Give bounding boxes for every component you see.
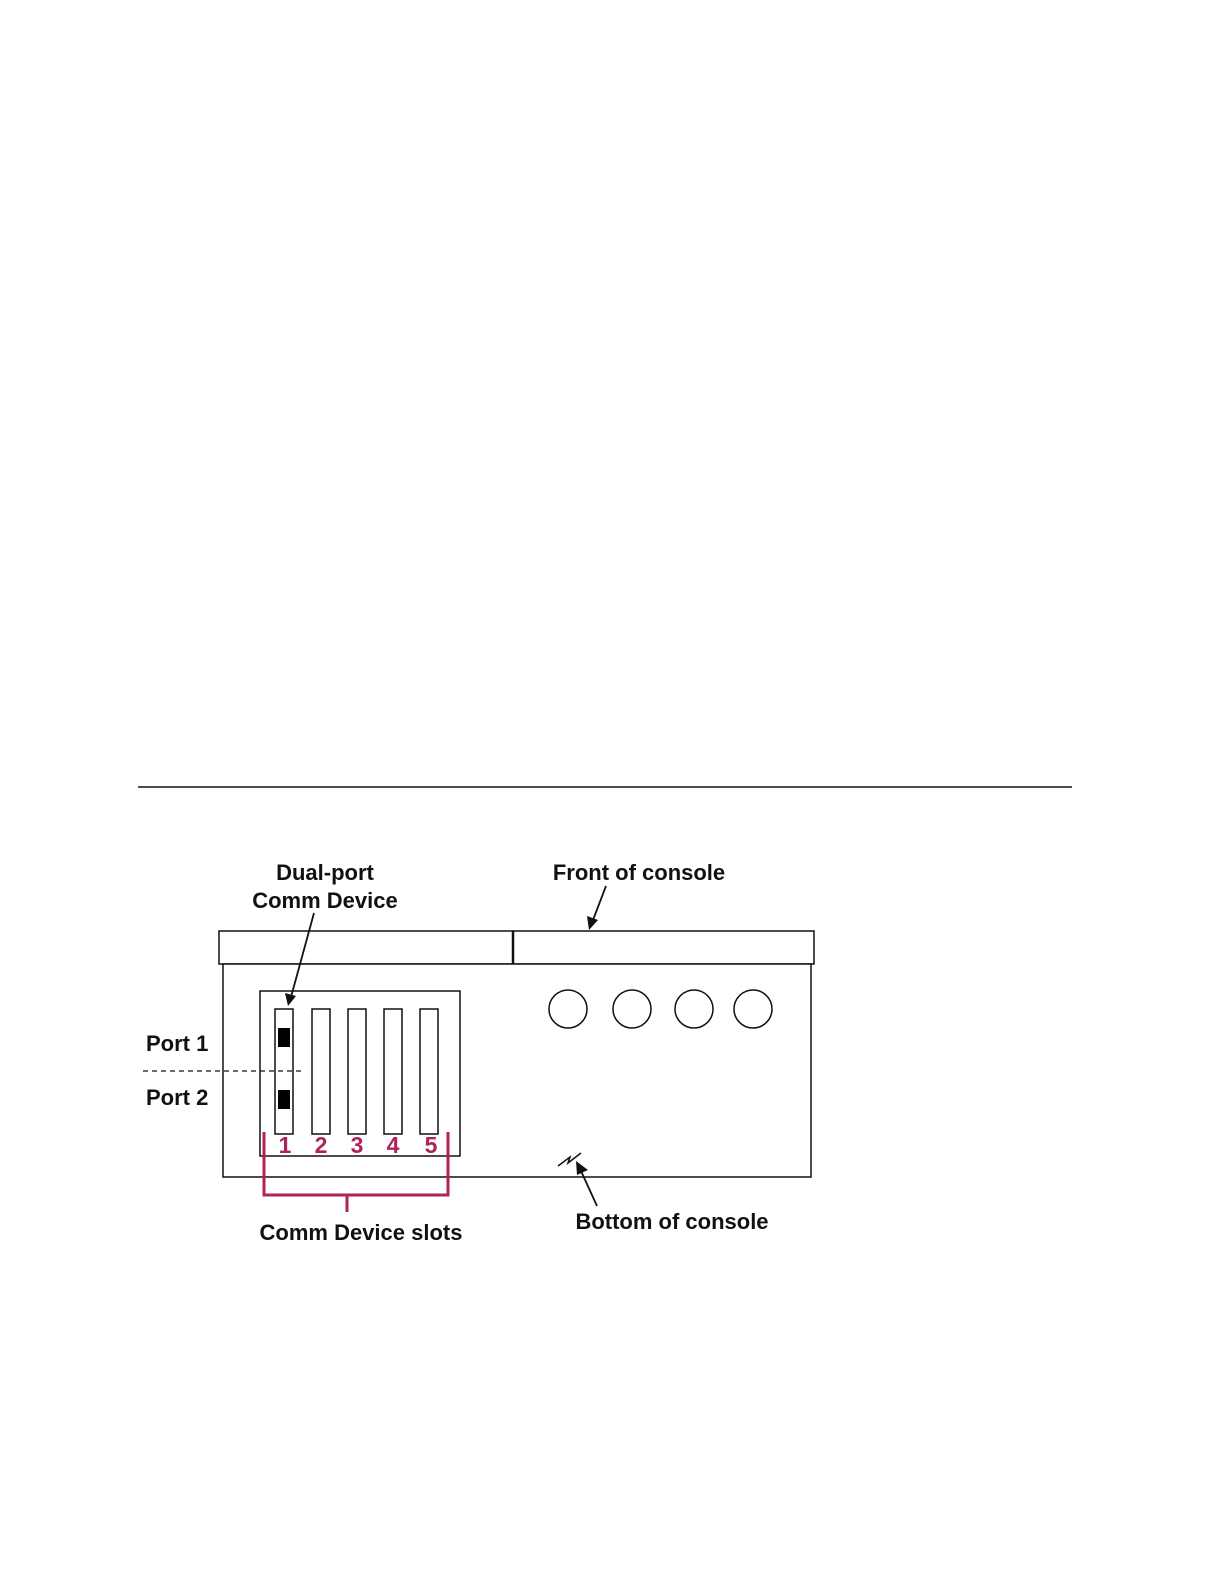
slot-4 — [384, 1009, 402, 1134]
dual-port-label-line2: Comm Device — [252, 888, 398, 913]
comm-device-slots-label: Comm Device slots — [260, 1220, 463, 1245]
console-circle-1 — [549, 990, 587, 1028]
console-circle-3 — [675, 990, 713, 1028]
slot-number-1: 1 — [279, 1132, 292, 1158]
slot-3 — [348, 1009, 366, 1134]
bottom-of-console-label: Bottom of console — [575, 1209, 768, 1234]
port-2-connector — [278, 1090, 290, 1109]
console-circle-4 — [734, 990, 772, 1028]
slot-number-3: 3 — [351, 1132, 364, 1158]
dual-port-label-line1: Dual-port — [276, 860, 374, 885]
slot-number-5: 5 — [425, 1132, 438, 1158]
front-of-console-label: Front of console — [553, 860, 725, 885]
slot-number-4: 4 — [387, 1132, 400, 1158]
console-front-panel-right — [513, 931, 814, 964]
front-arrow-head — [587, 916, 598, 930]
slot-5 — [420, 1009, 438, 1134]
slot-number-2: 2 — [315, 1132, 328, 1158]
console-circle-2 — [613, 990, 651, 1028]
port-2-label: Port 2 — [146, 1085, 208, 1110]
console-front-panel-left — [219, 931, 513, 964]
port-1-label: Port 1 — [146, 1031, 208, 1056]
slot-2 — [312, 1009, 330, 1134]
port-1-connector — [278, 1028, 290, 1047]
front-arrow-line — [593, 886, 606, 920]
